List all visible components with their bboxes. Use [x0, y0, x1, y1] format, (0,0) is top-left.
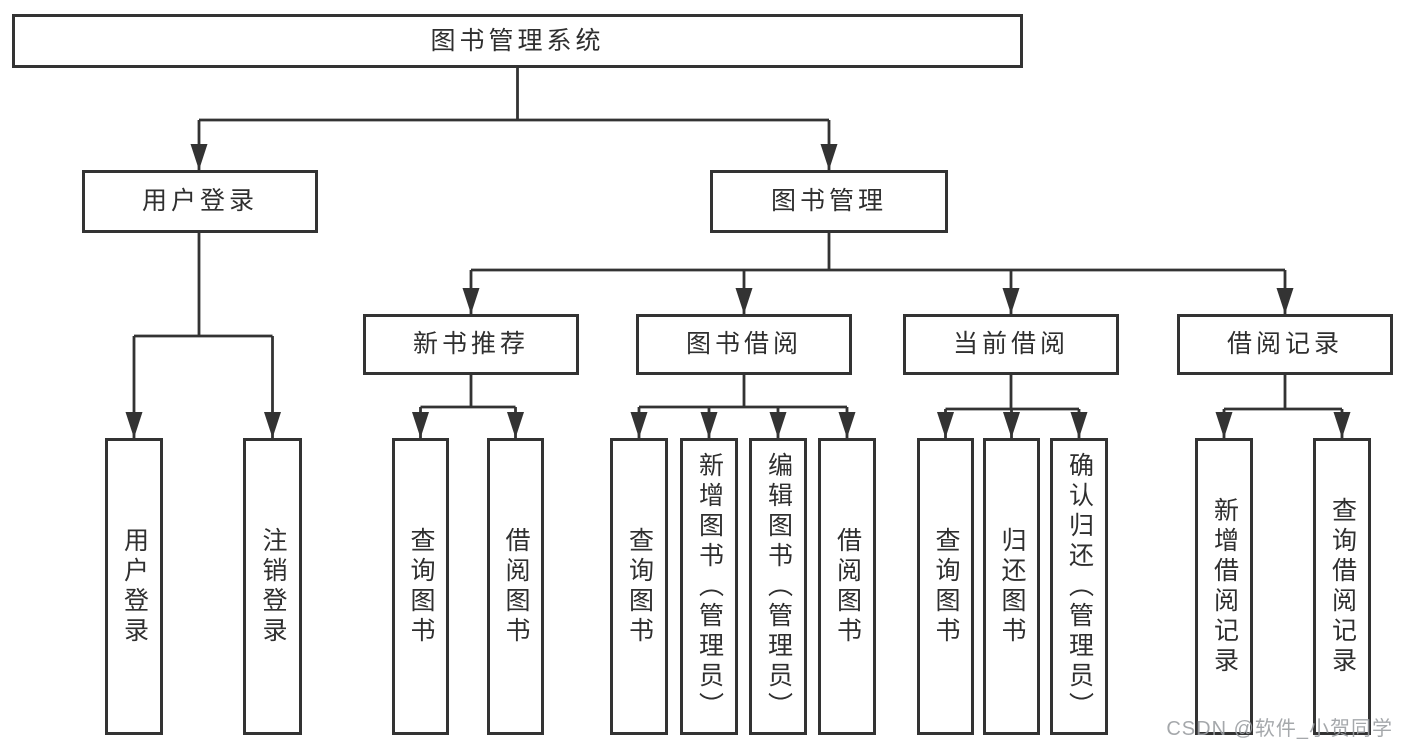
node-current-borrowing: 当前借阅 [903, 314, 1119, 375]
leaf-add-books-admin: 新增图书（管理员） [680, 438, 738, 735]
leaf-return-books: 归还图书 [983, 438, 1040, 735]
node-label: 注销登录 [259, 526, 287, 647]
node-user-login-module: 用户登录 [82, 170, 318, 233]
node-label: 用户登录 [120, 526, 149, 647]
leaf-query-books-current: 查询图书 [917, 438, 974, 735]
node-label: 查询借阅记录 [1328, 496, 1357, 677]
node-label: 确认归还（管理员） [1065, 451, 1094, 722]
node-label: 图书管理 [770, 187, 887, 215]
node-label: 当前借阅 [952, 330, 1069, 358]
node-label: 图书借阅 [685, 330, 802, 358]
node-label: 借阅记录 [1226, 330, 1343, 358]
node-book-borrowing: 图书借阅 [636, 314, 852, 375]
leaf-query-books-borrow: 查询图书 [610, 438, 668, 735]
node-new-book-recommendation: 新书推荐 [363, 314, 579, 375]
leaf-borrow-books: 借阅图书 [818, 438, 876, 735]
leaf-confirm-return-admin: 确认归还（管理员） [1050, 438, 1108, 735]
node-book-management-module: 图书管理 [710, 170, 948, 233]
node-borrowing-records: 借阅记录 [1177, 314, 1393, 375]
leaf-borrow-books-recommend: 借阅图书 [487, 438, 544, 735]
node-label: 新增图书（管理员） [695, 451, 724, 722]
node-label: 查询图书 [932, 526, 960, 647]
node-label: 图书管理系统 [430, 26, 605, 55]
leaf-user-login: 用户登录 [105, 438, 163, 735]
node-library-management-system: 图书管理系统 [12, 14, 1023, 68]
node-label: 用户登录 [141, 187, 258, 215]
node-label: 新书推荐 [412, 330, 529, 358]
leaf-add-borrow-record: 新增借阅记录 [1195, 438, 1253, 735]
leaf-edit-books-admin: 编辑图书（管理员） [749, 438, 807, 735]
node-label: 归还图书 [998, 526, 1026, 647]
leaf-query-books-recommend: 查询图书 [392, 438, 449, 735]
node-label: 新增借阅记录 [1210, 496, 1239, 677]
node-label: 编辑图书（管理员） [764, 451, 793, 722]
leaf-query-borrow-record: 查询借阅记录 [1313, 438, 1371, 735]
leaf-logout: 注销登录 [243, 438, 302, 735]
node-label: 查询图书 [407, 526, 435, 647]
node-label: 借阅图书 [502, 526, 530, 647]
node-label: 查询图书 [625, 526, 654, 647]
node-label: 借阅图书 [833, 526, 862, 647]
